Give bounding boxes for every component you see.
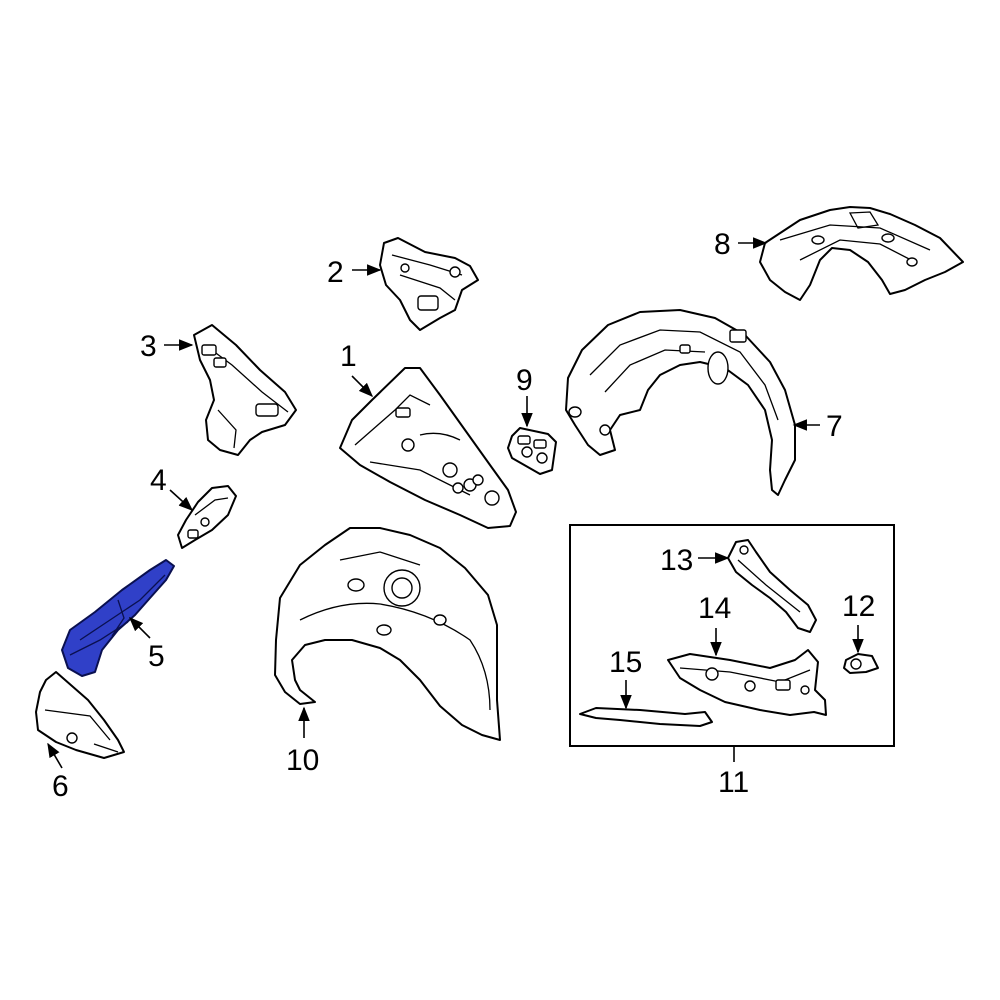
callout-14[interactable]: 14 [698,592,731,625]
part-5-rail-highlighted[interactable] [61,559,175,677]
part-3-bracket[interactable] [193,324,297,456]
callout-2[interactable]: 2 [327,256,344,289]
part-15-strip[interactable] [579,707,713,727]
part-1-panel[interactable] [339,367,517,529]
part-13-bracket[interactable] [727,539,817,633]
callout-5[interactable]: 5 [148,640,165,673]
group-11-box [569,524,895,747]
callout-15[interactable]: 15 [609,646,642,679]
part-8-panel[interactable] [759,206,964,301]
part-2-bracket[interactable] [379,237,479,331]
callout-1[interactable]: 1 [340,340,357,373]
callout-13[interactable]: 13 [660,544,693,577]
callout-3[interactable]: 3 [140,330,157,363]
callout-10[interactable]: 10 [286,744,319,777]
part-10-panel[interactable] [274,527,501,741]
leader-lines [47,237,864,769]
callouts: 1 2 3 4 5 6 7 8 9 10 11 12 13 14 15 [52,228,875,803]
part-12-clip[interactable] [843,653,879,674]
callout-11[interactable]: 11 [718,766,749,799]
callout-6[interactable]: 6 [52,770,69,803]
callout-4[interactable]: 4 [150,464,167,497]
part-6-bracket[interactable] [35,671,125,759]
part-7-liner[interactable] [565,309,796,496]
callout-8[interactable]: 8 [714,228,731,261]
part-14-panel[interactable] [667,649,827,716]
callout-12[interactable]: 12 [842,590,875,623]
part-4-bracket[interactable] [177,485,237,549]
callout-7[interactable]: 7 [826,410,843,443]
part-9-bracket[interactable] [507,427,557,475]
callout-9[interactable]: 9 [516,364,533,397]
